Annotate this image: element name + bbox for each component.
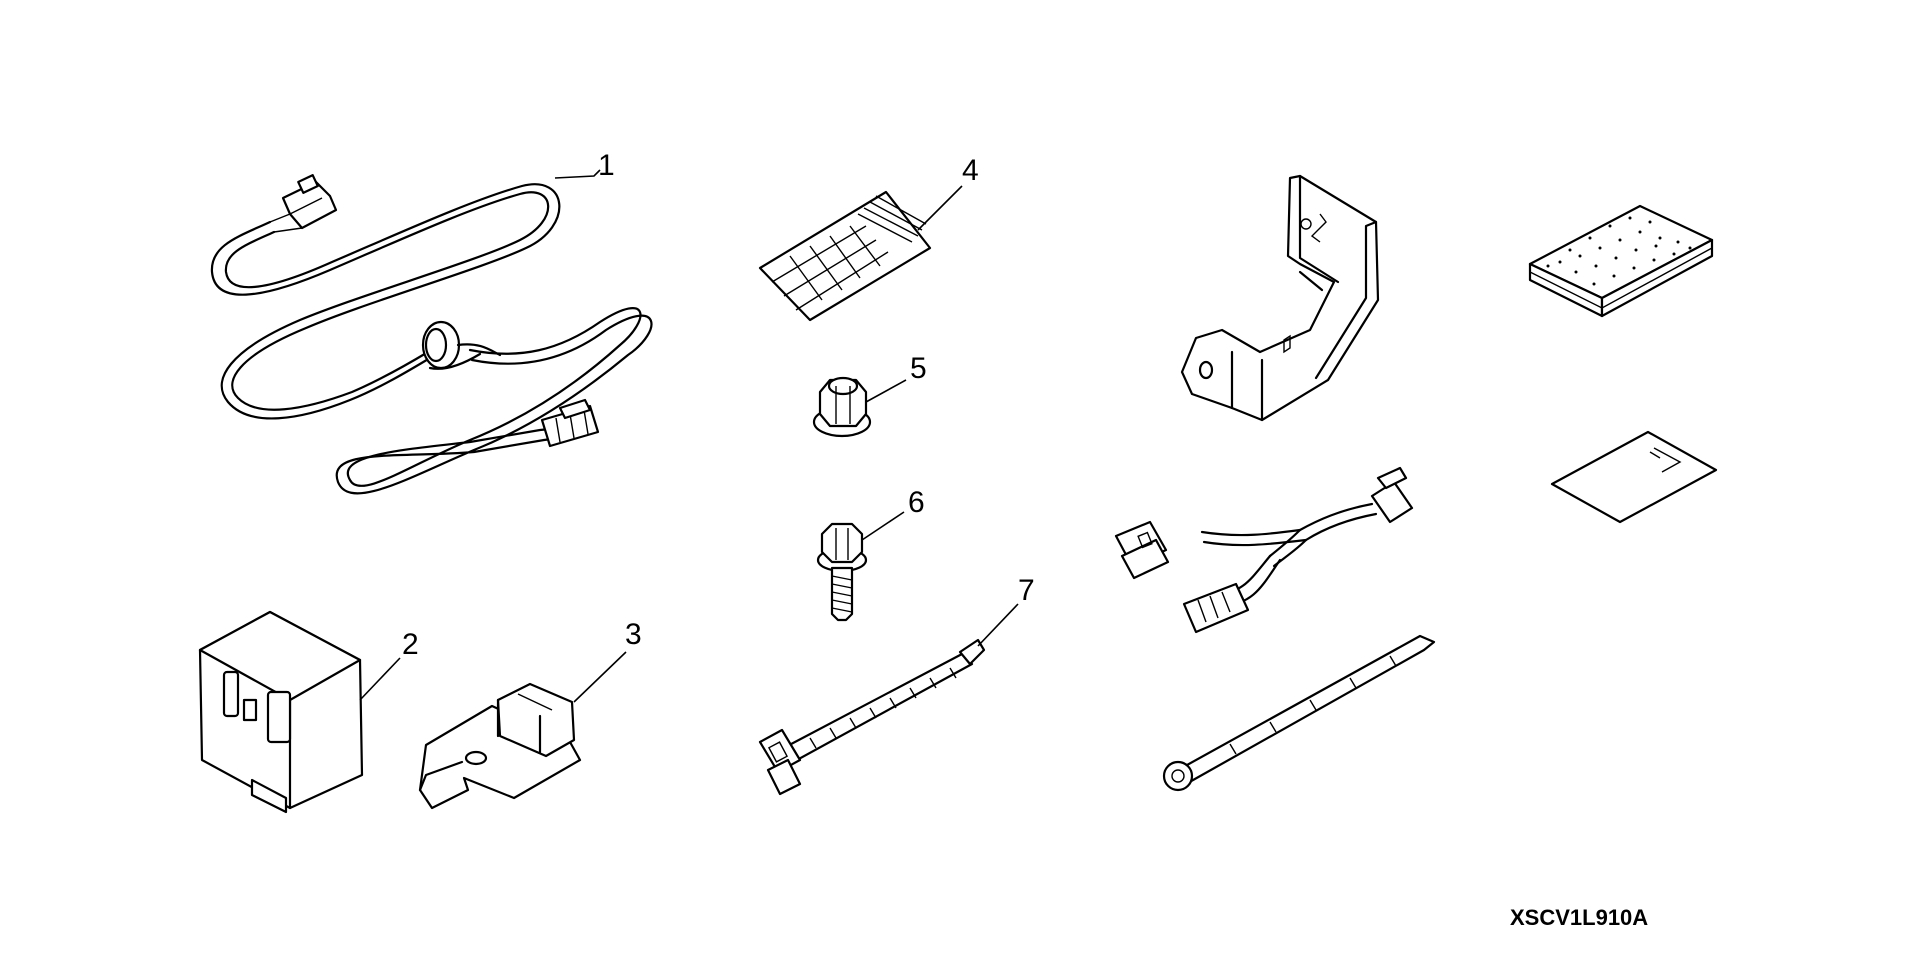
callout-3: 3 [625, 618, 642, 651]
clip-bracket-part [418, 682, 582, 810]
leader-line-5 [865, 379, 907, 403]
flange-nut-part [812, 376, 872, 438]
cable-tie-part [1162, 634, 1436, 792]
callout-7: 7 [1018, 574, 1035, 607]
callout-6: 6 [908, 486, 925, 519]
callout-2: 2 [402, 628, 419, 661]
cable-tie-mount-part [758, 638, 986, 796]
sub-harness-part [1114, 466, 1414, 634]
leader-line-4 [917, 185, 963, 231]
leader-line-1 [554, 169, 601, 179]
foam-pad-part [1528, 204, 1714, 318]
callout-1: 1 [598, 149, 615, 182]
leader-line-6 [861, 511, 905, 541]
wire-harness-part [210, 174, 653, 495]
callout-4: 4 [962, 154, 979, 187]
label-sheet-part [758, 190, 932, 322]
leader-line-7 [977, 603, 1019, 647]
leader-line-2 [359, 657, 401, 701]
leader-line-3 [573, 651, 627, 703]
flange-bolt-part [816, 522, 868, 622]
cleaning-sheet-part [1550, 430, 1718, 524]
diagram-code: XSCV1L910A [1510, 905, 1648, 930]
mounting-bracket-part [1180, 174, 1380, 422]
callout-5: 5 [910, 352, 927, 385]
relay-part [198, 610, 364, 814]
